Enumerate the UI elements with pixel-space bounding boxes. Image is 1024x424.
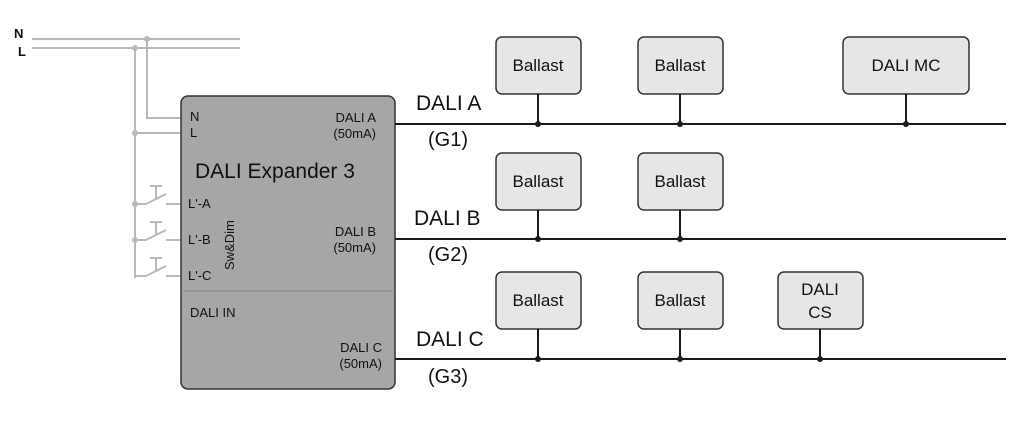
terminal-dali-a: DALI A xyxy=(336,110,377,125)
terminal-lc: L'-C xyxy=(188,268,211,283)
terminal-dali-b-current: (50mA) xyxy=(333,240,376,255)
terminal-dali-c-current: (50mA) xyxy=(339,356,382,371)
terminal-dali-in: DALI IN xyxy=(190,305,236,320)
bus-b-group: (G2) xyxy=(428,244,468,266)
bus-a-group: (G1) xyxy=(428,129,468,151)
bus-c-label: DALI C xyxy=(416,328,484,351)
bus-b-node-1 xyxy=(535,236,541,242)
terminal-dali-c: DALI C xyxy=(340,340,382,355)
bus-a-device-2: Ballast xyxy=(637,36,724,95)
n-feed-wire xyxy=(146,39,182,119)
bus-c-node-2 xyxy=(677,356,683,362)
n-junction xyxy=(144,36,150,42)
device-label: DALI MC xyxy=(872,56,941,75)
bus-a-device-1: Ballast xyxy=(495,36,582,95)
bus-b-device-1: Ballast xyxy=(495,152,582,211)
bus-b-device-2: Ballast xyxy=(637,152,724,211)
l-junction-2 xyxy=(132,130,138,136)
device-label-line-1: DALI xyxy=(801,280,839,299)
bus-c-device-1: Ballast xyxy=(495,271,582,330)
bus-c-device-2: Ballast xyxy=(637,271,724,330)
terminal-la: L'-A xyxy=(188,196,211,211)
bus-c-group: (G3) xyxy=(428,366,468,388)
device-label: Ballast xyxy=(654,291,705,310)
l-junction xyxy=(132,45,138,51)
switch-c xyxy=(135,257,182,277)
bus-a-label: DALI A xyxy=(416,92,481,115)
terminal-dali-b: DALI B xyxy=(335,224,376,239)
device-label: Ballast xyxy=(512,291,563,310)
device-label-line-2: CS xyxy=(808,303,832,322)
bus-c-node-3 xyxy=(817,356,823,362)
bus-b-label: DALI B xyxy=(414,207,481,230)
dali-expander-box xyxy=(180,95,396,390)
device-label: Ballast xyxy=(654,172,705,191)
terminal-n: N xyxy=(190,109,199,124)
device-label: Ballast xyxy=(654,56,705,75)
swdim-label: Sw&Dim xyxy=(222,220,237,270)
terminal-dali-a-current: (50mA) xyxy=(333,126,376,141)
bus-c-node-1 xyxy=(535,356,541,362)
bus-a-node-3 xyxy=(903,121,909,127)
switch-b xyxy=(132,221,182,243)
bus-b-node-2 xyxy=(677,236,683,242)
switch-a xyxy=(132,185,182,207)
bus-a-device-3: DALI MC xyxy=(842,36,970,95)
bus-a-node-1 xyxy=(535,121,541,127)
terminal-l: L xyxy=(190,125,197,140)
device-label: Ballast xyxy=(512,56,563,75)
mains-n-label: N xyxy=(14,26,23,41)
terminal-lb: L'-B xyxy=(188,232,211,247)
bus-c-device-3: DALI CS xyxy=(777,271,864,330)
bus-a-node-2 xyxy=(677,121,683,127)
mains-l-label: L xyxy=(18,44,26,59)
expander-title: DALI Expander 3 xyxy=(195,160,355,183)
device-label: Ballast xyxy=(512,172,563,191)
